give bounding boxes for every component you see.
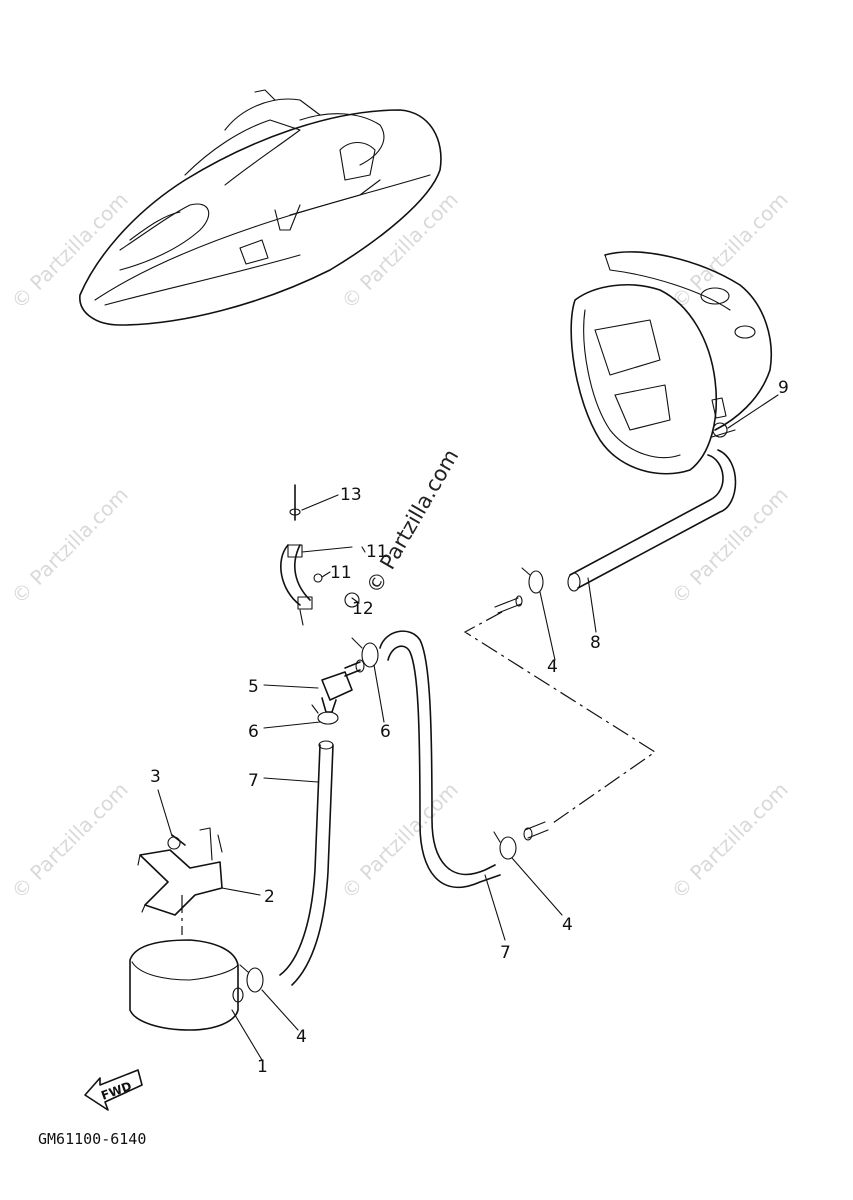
watermark: © Partzilla.com: [667, 777, 793, 903]
watercraft-overview: [79, 89, 442, 326]
vent-fitting-5: [321, 659, 365, 713]
callout-11: 11: [330, 563, 352, 583]
callout-6: 6: [248, 722, 259, 742]
callout-8: 8: [590, 633, 601, 653]
watermark: © Partzilla.com: [667, 482, 793, 608]
callout-7: 7: [500, 943, 511, 963]
clamp-6-right: [351, 637, 379, 668]
callout-3: 3: [150, 767, 161, 787]
callout-4: 4: [562, 915, 573, 935]
clamp-4-bottom: [239, 964, 264, 993]
assembly-line: [463, 611, 657, 826]
clamp-6-left: [311, 704, 339, 725]
vent-tank-1: [129, 939, 244, 1031]
mounting-bracket-2: [137, 827, 223, 916]
clamp-4-mid: [493, 831, 517, 860]
callout-5: 5: [248, 677, 259, 697]
callout-11: 11: [366, 542, 388, 562]
callout-6: 6: [380, 722, 391, 742]
callout-labels: 1 2 3 4 4 4 5 6 6 7 7 8 9 11 11 12 13: [150, 378, 789, 1077]
callout-4: 4: [296, 1027, 307, 1047]
callout-7: 7: [248, 771, 259, 791]
connector-mid: [523, 821, 549, 841]
watermark: © Partzilla.com: [7, 777, 133, 903]
clamp-4-top: [521, 567, 544, 594]
screw-3: [167, 834, 186, 850]
hose-bracket-assembly: [280, 484, 360, 626]
fitting-9: [711, 422, 736, 438]
callout-1: 1: [257, 1057, 268, 1077]
callout-13: 13: [340, 485, 362, 505]
fwd-arrow: FWD: [84, 1069, 143, 1111]
hose-8: [567, 449, 737, 592]
connector-top: [494, 595, 523, 614]
watermark: © Partzilla.com: [667, 187, 793, 313]
callout-4: 4: [547, 657, 558, 677]
watermark: © Partzilla.com: [337, 187, 463, 313]
leader-lines: [157, 394, 779, 1061]
watermark: © Partzilla.com: [7, 482, 133, 608]
diagram-code: GM61100-6140: [38, 1130, 146, 1148]
watermark: © Partzilla.com: [7, 187, 133, 313]
watermark-dark: © Partzilla.com: [362, 445, 464, 597]
hose-7-left: [279, 740, 334, 986]
jet-pump-housing: [570, 251, 772, 475]
hose-7-right: [379, 630, 501, 888]
callout-2: 2: [264, 887, 275, 907]
callout-12: 12: [352, 599, 374, 619]
callout-9: 9: [778, 378, 789, 398]
